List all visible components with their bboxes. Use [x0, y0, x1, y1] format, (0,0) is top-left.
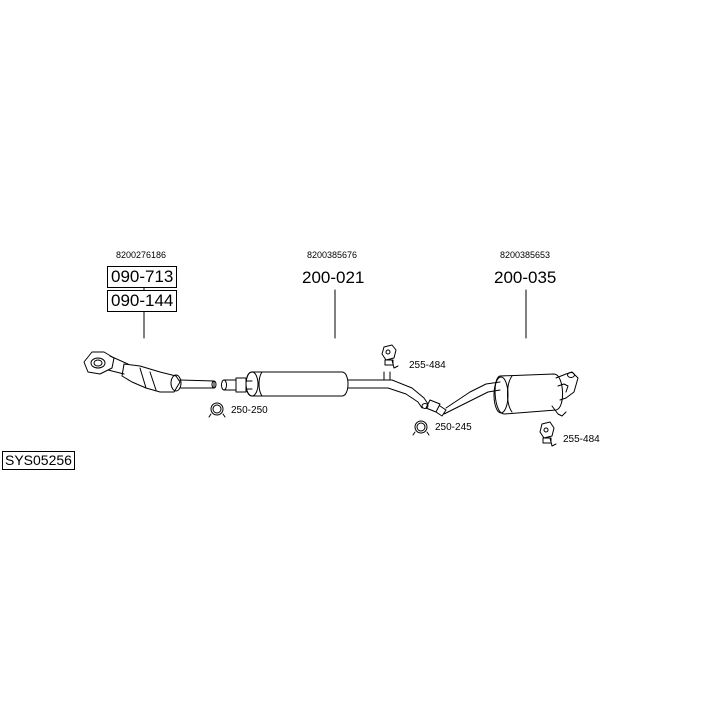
- catalytic-converter-drawing: [83, 351, 217, 393]
- part-number-090-713[interactable]: 090-713: [107, 266, 178, 288]
- oe-number-middle: 8200385676: [307, 250, 358, 260]
- fitting-label-250-245[interactable]: 250-245: [435, 422, 472, 433]
- oe-number-front: 8200276186: [116, 250, 167, 260]
- part-number-090-144[interactable]: 090-144: [107, 290, 178, 312]
- system-code: SYS05256: [2, 451, 75, 470]
- fitting-label-255-484-middle[interactable]: 255-484: [409, 360, 446, 371]
- part-number-200-035[interactable]: 200-035: [494, 268, 557, 287]
- part-number-200-021[interactable]: 200-021: [302, 268, 365, 287]
- rear-silencer-drawing: [425, 371, 579, 417]
- rubber-hanger-icon: [539, 421, 557, 447]
- oe-number-rear: 8200385653: [500, 250, 551, 260]
- clamp-ring-icon: [208, 402, 226, 418]
- middle-silencer-drawing: [221, 371, 429, 409]
- rubber-hanger-icon: [381, 344, 399, 369]
- fitting-label-250-250[interactable]: 250-250: [231, 405, 268, 416]
- clamp-ring-icon: [412, 420, 430, 436]
- fitting-label-255-484-rear[interactable]: 255-484: [563, 434, 600, 445]
